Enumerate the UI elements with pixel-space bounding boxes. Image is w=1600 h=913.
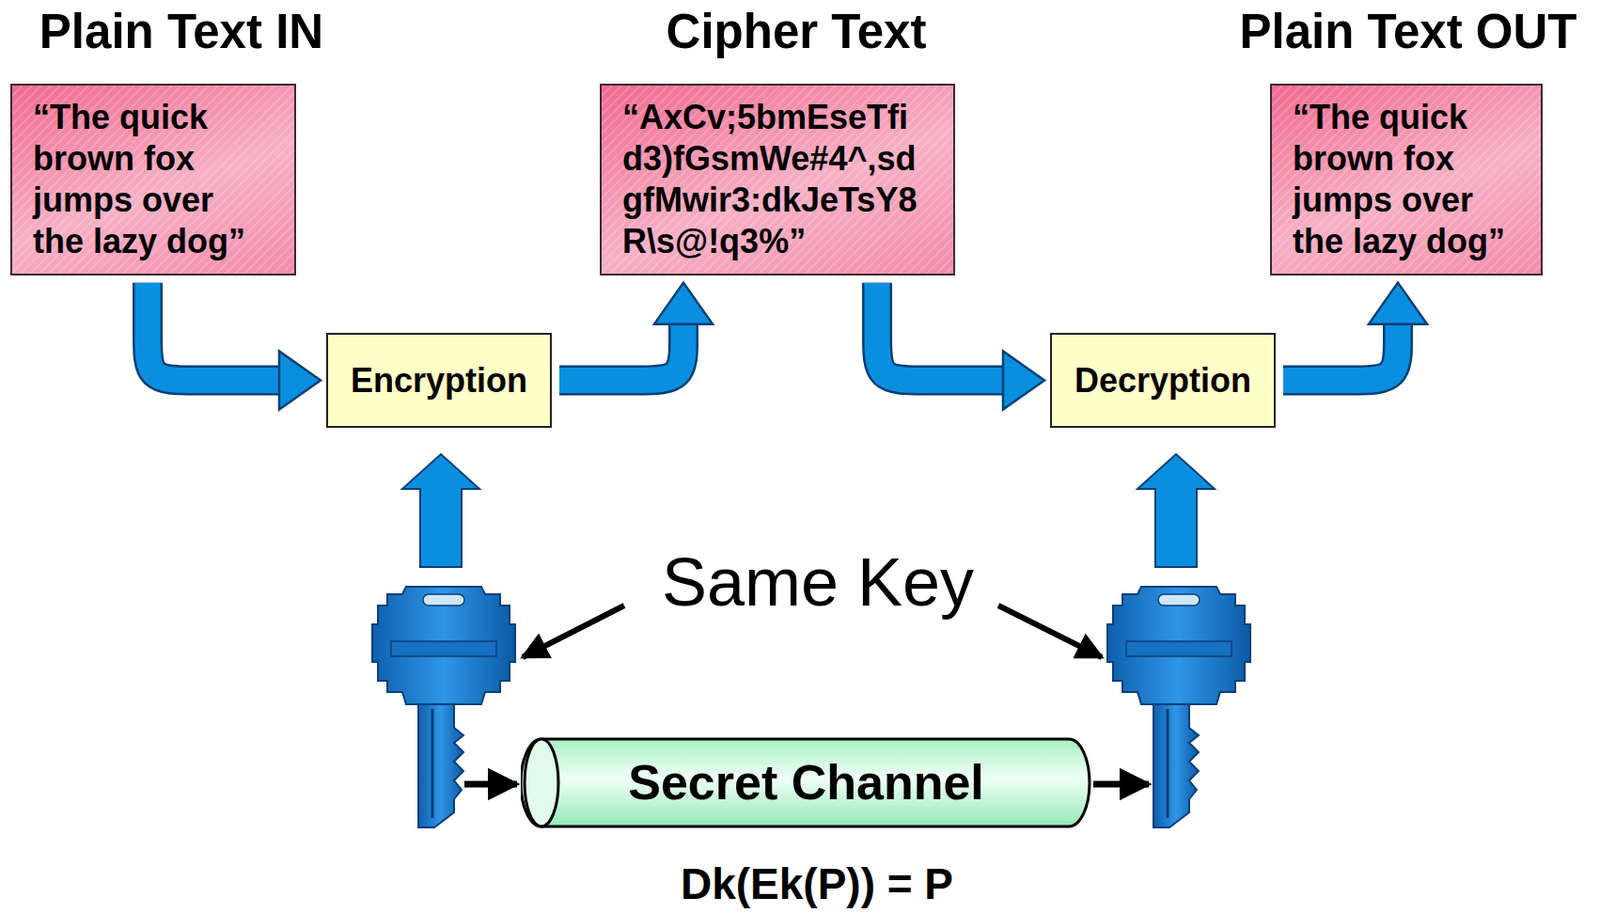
arrow-head [1003,351,1045,410]
leader-arrow [998,605,1102,658]
arrow-outline [559,324,684,381]
arrow-shaft [559,324,684,381]
process-box: Encryption [326,332,552,428]
arrow-outline [1283,324,1398,381]
key-icon [372,586,516,828]
text-box: Plain Text OUT“The quick brown fox jumps… [1270,83,1543,276]
arrow-outline [877,282,1004,381]
channel-arrow [464,781,518,788]
channel-cylinder: Secret Channel [520,737,1092,829]
flow-arrow [1283,282,1428,381]
box-label: Secret Channel [627,754,985,812]
flow-arrow [877,282,1045,410]
text-box: Cipher Text“AxCv;5bmEseTfi d3)fGsmWe#4^,… [599,83,956,276]
key-arrow [402,454,480,567]
arrow-outline [147,282,280,381]
box-text: “AxCv;5bmEseTfi d3)fGsmWe#4^,sd gfMwir3:… [622,96,935,263]
channel-arrow [1093,781,1149,788]
arrow-shaft [147,282,280,381]
box-text: “The quick brown fox jumps over the lazy… [32,96,265,263]
process-box: Decryption [1050,332,1276,428]
box-heading: Plain Text IN [39,4,324,61]
key-arrow [1137,454,1215,567]
box-heading: Cipher Text [666,4,927,61]
text-box: Plain Text IN“The quick brown fox jumps … [10,83,297,276]
box-label: Encryption [350,360,528,401]
box-label: Decryption [1074,360,1252,401]
arrow-shaft [1283,324,1398,381]
arrow-head [654,282,713,325]
arrow-head [279,351,321,410]
formula-label: Dk(Ek(P)) = P [680,859,954,910]
box-text: “The quick brown fox jumps over the lazy… [1292,96,1524,263]
flow-arrow [559,282,713,381]
arrow-shaft [877,282,1004,381]
box-heading: Plain Text OUT [1239,4,1578,61]
callout-label: Same Key [661,543,974,622]
leader-arrow [522,605,625,658]
flow-arrow [147,282,321,410]
arrow-head [1368,282,1428,325]
key-icon [1107,586,1251,828]
